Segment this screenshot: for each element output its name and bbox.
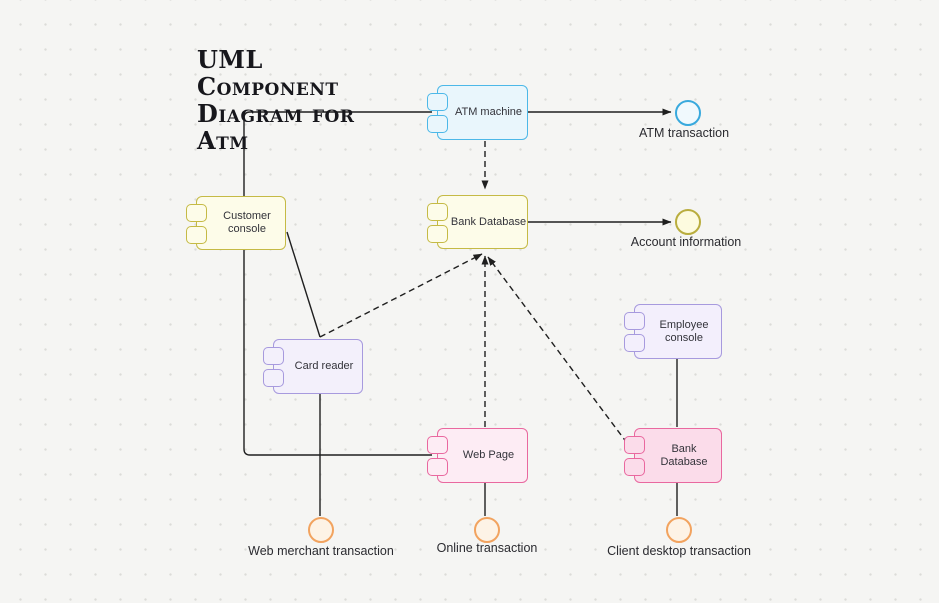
- component-label: ATM machine: [454, 106, 523, 118]
- connector-customer-console-to-card-reader[interactable]: [286, 231, 321, 338]
- component-label: Card reader: [294, 360, 354, 372]
- component-port-icon: [263, 347, 284, 365]
- component-port-icon: [427, 203, 448, 221]
- interface-label-account-information: Account information: [630, 235, 742, 249]
- component-label: Employee console: [659, 318, 709, 344]
- component-port-icon: [186, 226, 207, 244]
- connector-client-bank-database-to-bank-database-dashed[interactable]: [487, 256, 634, 452]
- interface-circle-client-desktop-transaction[interactable]: [666, 517, 692, 543]
- interface-label-client-desktop-transaction: Client desktop transaction: [607, 544, 751, 558]
- connector-atm-machine-to-web-page[interactable]: [243, 111, 432, 456]
- component-customer-console[interactable]: Customer console: [186, 196, 286, 250]
- component-port-icon: [624, 458, 645, 476]
- component-port-icon: [186, 204, 207, 222]
- connector-card-reader-to-bank-database-dashed[interactable]: [319, 253, 483, 338]
- diagram-title[interactable]: UML Component Diagram for Atm: [197, 45, 355, 155]
- component-card-reader[interactable]: Card reader: [263, 339, 363, 394]
- component-port-icon: [427, 115, 448, 133]
- component-port-icon: [427, 225, 448, 243]
- component-bank-database-main[interactable]: Bank Database: [427, 195, 528, 249]
- component-port-icon: [624, 334, 645, 352]
- component-port-icon: [427, 93, 448, 111]
- component-port-icon: [427, 436, 448, 454]
- interface-label-online-transaction: Online transaction: [436, 541, 538, 555]
- component-port-icon: [263, 369, 284, 387]
- component-label: Bank Database: [660, 442, 708, 468]
- interface-circle-online-transaction[interactable]: [474, 517, 500, 543]
- component-port-icon: [624, 312, 645, 330]
- component-bank-database-client[interactable]: Bank Database: [624, 428, 722, 483]
- component-label: Web Page: [462, 449, 515, 461]
- component-label: Customer console: [223, 210, 271, 235]
- interface-circle-web-merchant-transaction[interactable]: [308, 517, 334, 543]
- interface-circle-atm-transaction[interactable]: [675, 100, 701, 126]
- component-port-icon: [427, 458, 448, 476]
- component-web-page[interactable]: Web Page: [427, 428, 528, 483]
- component-atm-machine[interactable]: ATM machine: [427, 85, 528, 140]
- interface-circle-account-information[interactable]: [675, 209, 701, 235]
- component-label: Bank Database: [450, 215, 527, 228]
- interface-label-atm-transaction: ATM transaction: [638, 126, 730, 140]
- component-port-icon: [624, 436, 645, 454]
- interface-label-web-merchant-transaction: Web merchant transaction: [248, 544, 394, 558]
- component-employee-console[interactable]: Employee console: [624, 304, 722, 359]
